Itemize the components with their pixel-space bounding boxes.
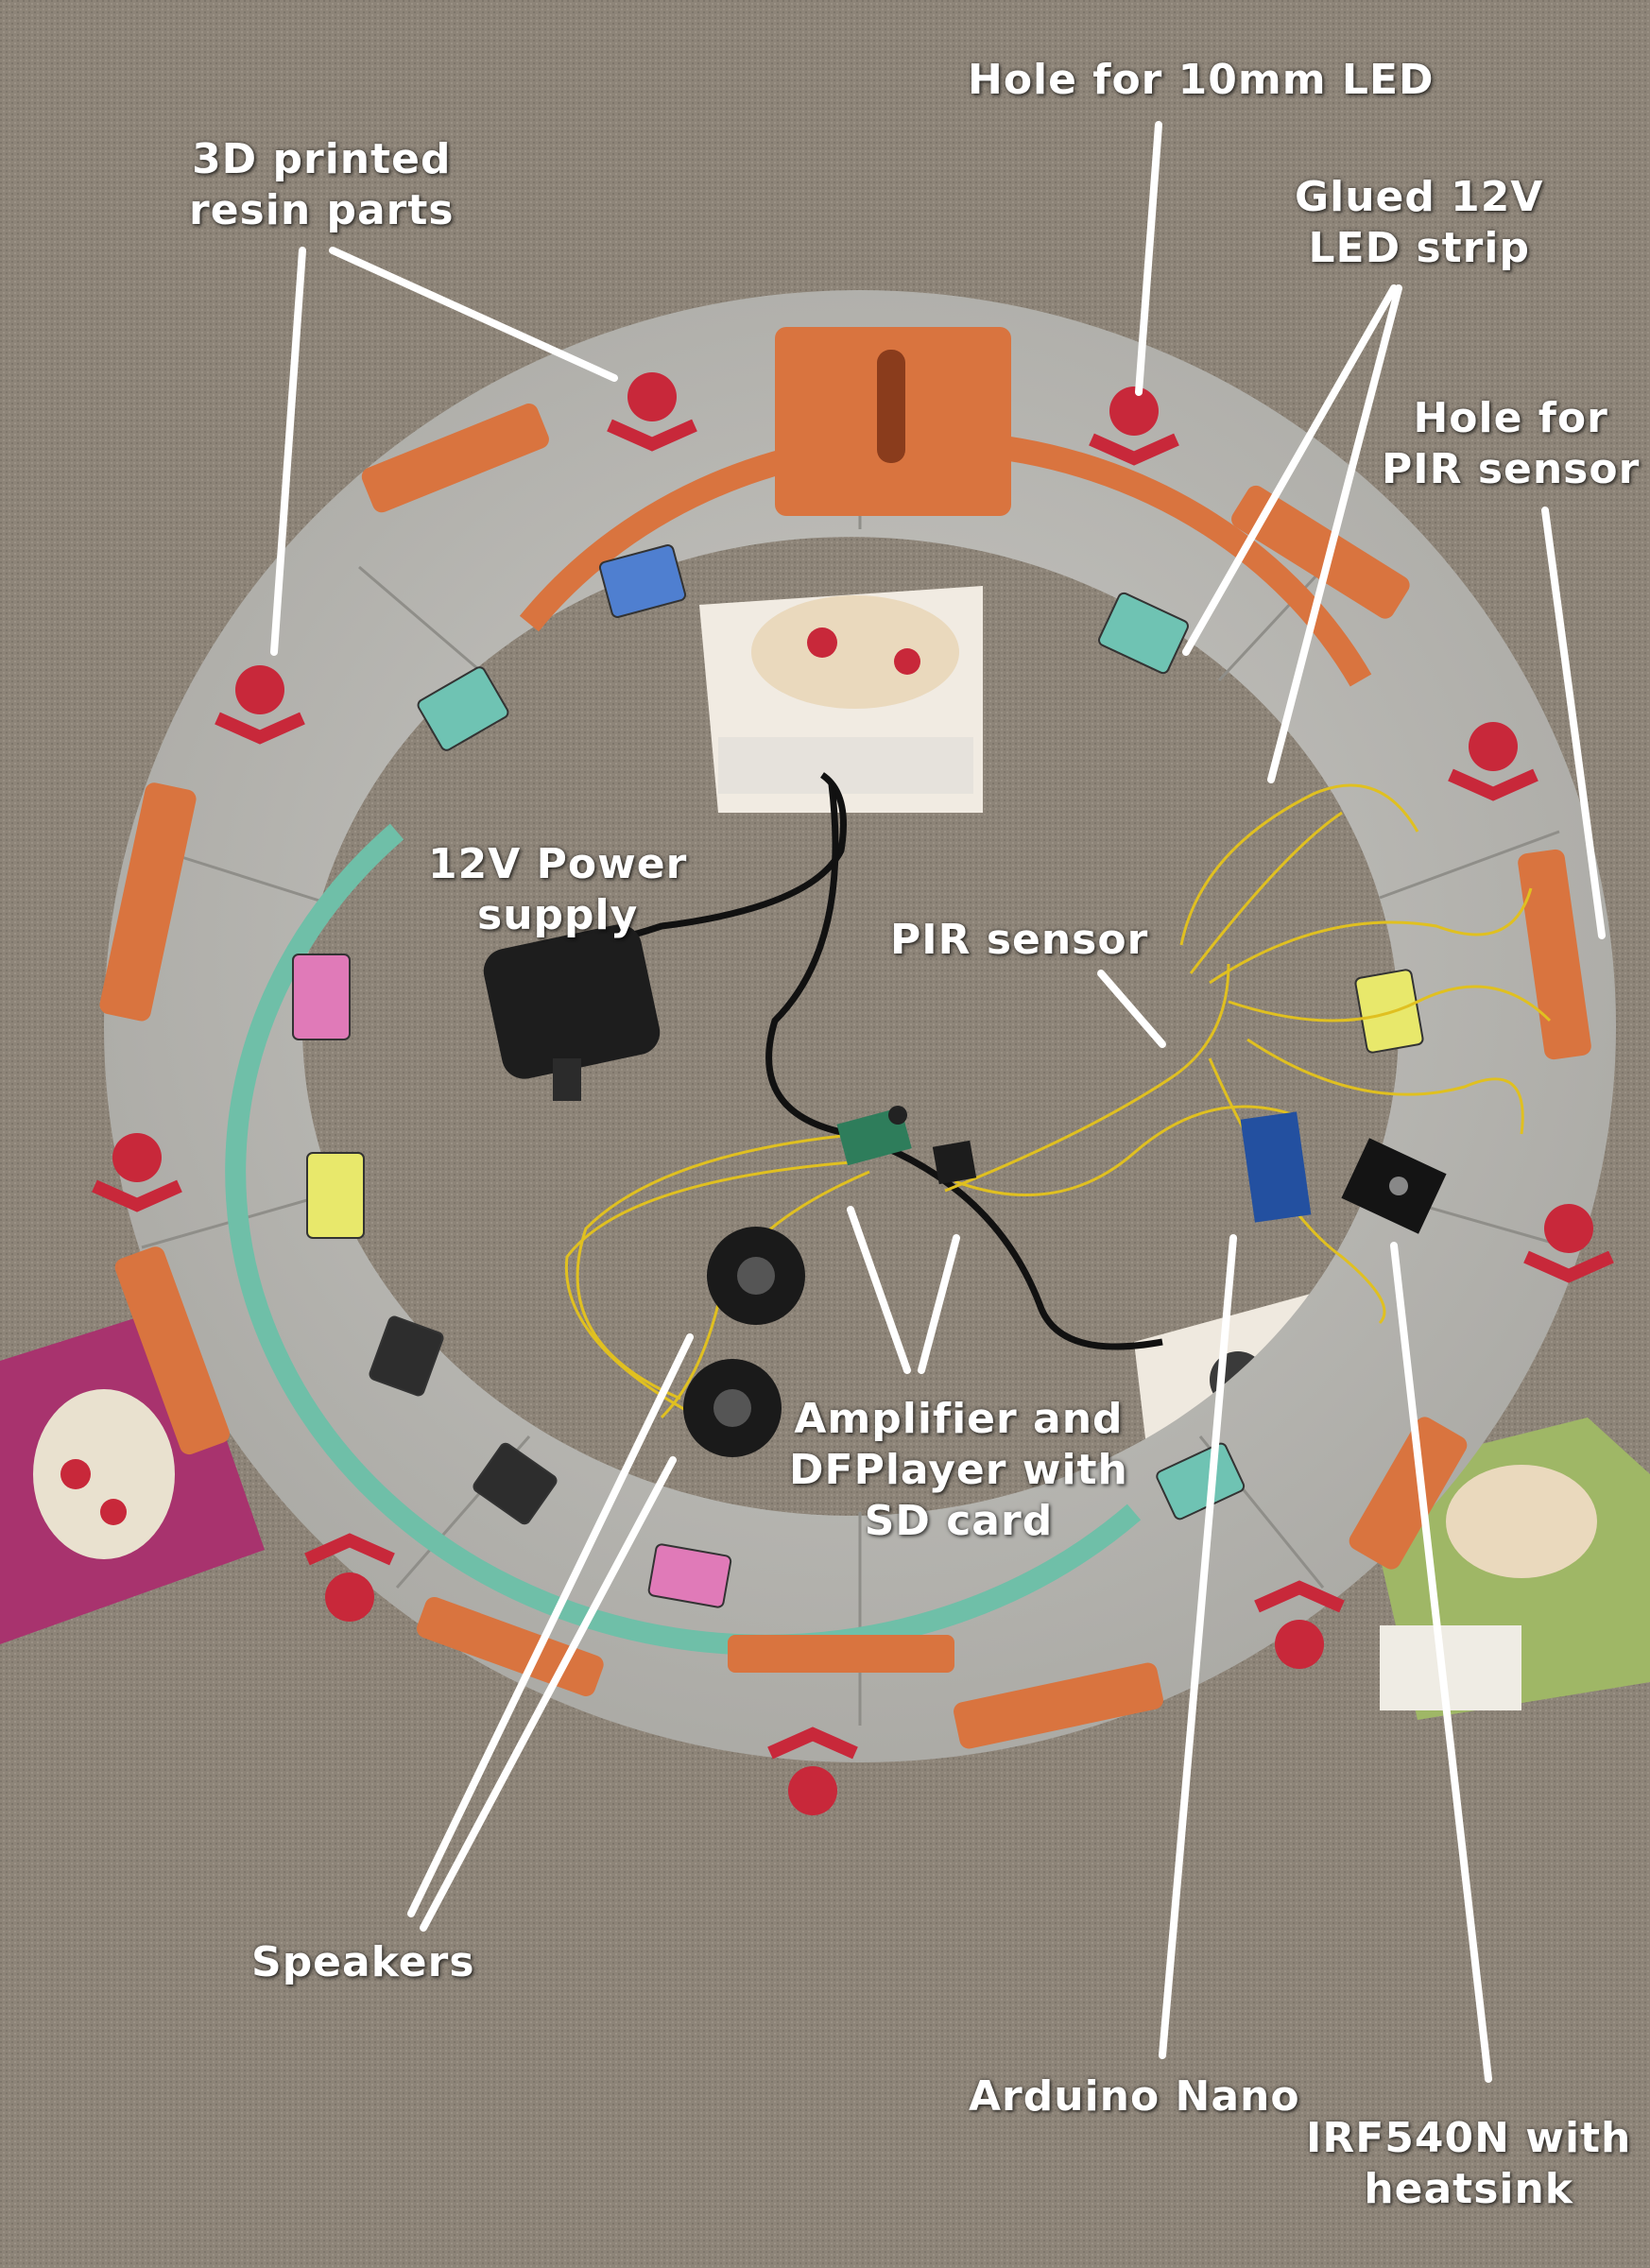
label-arduino: Arduino Nano xyxy=(969,2072,1300,2121)
pointer-pir-hole xyxy=(1541,507,1606,939)
pointer-pir-sensor xyxy=(1097,970,1166,1048)
label-resin-parts: 3D printed resin parts xyxy=(189,135,455,234)
pointer-arduino xyxy=(1159,1234,1237,2059)
label-pir-hole: Hole for PIR sensor xyxy=(1382,394,1641,493)
pointer-resin-a xyxy=(329,247,618,382)
label-led-hole: Hole for 10mm LED xyxy=(968,56,1435,104)
pointer-speaker-b xyxy=(420,1456,677,1932)
pointer-speaker-a xyxy=(407,1333,694,1917)
electronics xyxy=(483,772,1552,1457)
oat-box-top xyxy=(699,586,983,813)
pointer-amp-a xyxy=(847,1206,911,1374)
stargate-ring xyxy=(92,290,1616,1815)
pointer-mosfet xyxy=(1390,1242,1492,2083)
pointer-resin-b xyxy=(270,247,306,656)
label-pir-sensor: PIR sensor xyxy=(890,916,1149,964)
label-mosfet: IRF540N with heatsink xyxy=(1306,2114,1632,2213)
label-amplifier: Amplifier and DFPlayer with SD card xyxy=(789,1395,1128,1545)
label-speakers: Speakers xyxy=(251,1938,475,1986)
label-led-strip: Glued 12V LED strip xyxy=(1295,173,1544,272)
pointer-led-hole xyxy=(1135,121,1162,396)
label-power-supply: 12V Power supply xyxy=(428,840,688,939)
pointer-amp-b xyxy=(918,1234,960,1374)
pointer-lines xyxy=(270,121,1606,2083)
pointer-strip-b xyxy=(1267,284,1402,783)
pointer-strip-a xyxy=(1182,284,1398,656)
